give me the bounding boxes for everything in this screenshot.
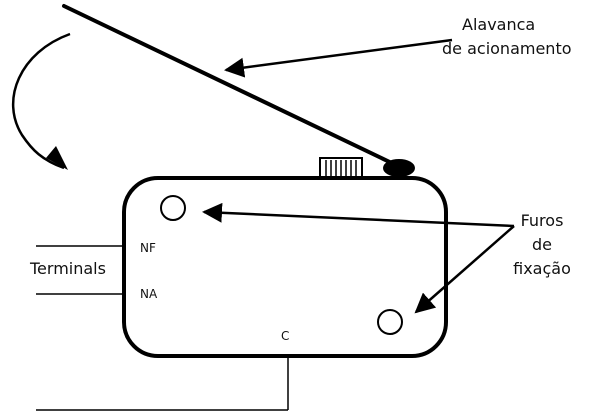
lever-label-line1: Alavanca [462,15,535,34]
holes-callout-arrow-top [202,202,515,228]
holes-callout-arrow-bottom [414,225,515,314]
terminal-na-label: NA [140,287,158,301]
holes-label-line1: Furos [521,211,564,230]
holes-label-line3: fixação [513,259,571,278]
terminal-c-label: C [281,329,289,343]
terminal-nf-label: NF [140,241,156,255]
terminals-label: Terminals [29,259,106,278]
lever-roller [383,159,415,177]
plunger-ribs [325,160,357,177]
motion-arrowhead [46,146,68,170]
motion-arrow [12,32,71,170]
actuation-lever [62,4,400,168]
mounting-hole-bottom-right [377,309,403,335]
holes-label-line2: de [532,235,552,254]
lever-callout-arrow [224,38,453,78]
lever-label-line2: de acionamento [442,39,572,58]
mounting-hole-top-left [160,195,186,221]
